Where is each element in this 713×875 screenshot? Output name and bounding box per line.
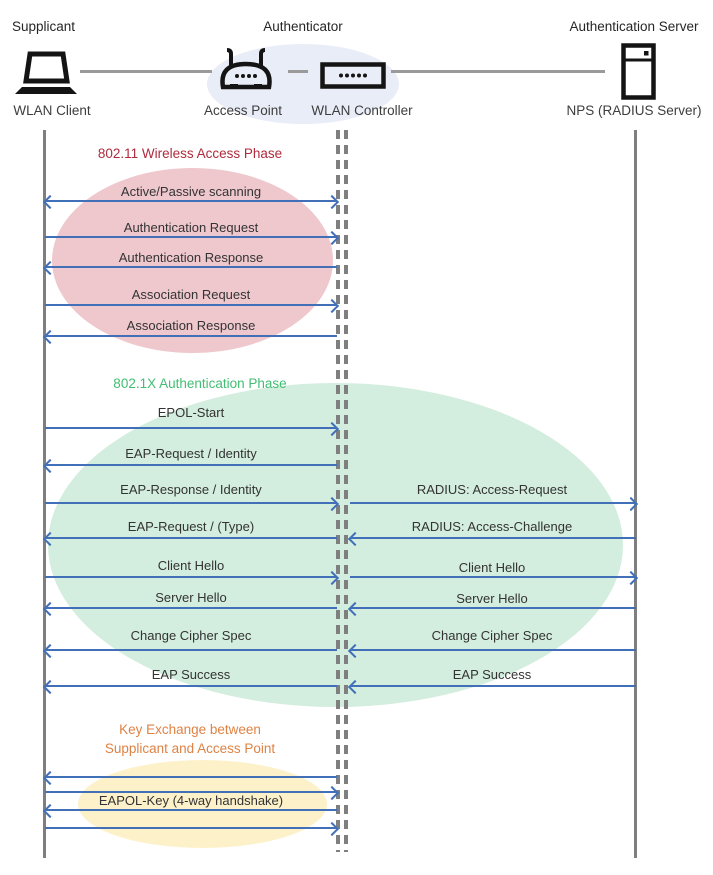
role-supplicant: Supplicant [12, 19, 76, 34]
node-label-wlan-controller: WLAN Controller [311, 103, 413, 118]
arrow-eap-response-identity [45, 496, 340, 512]
msg-server-hello-left: Server Hello [155, 590, 227, 605]
arrow-change-cipher-spec-left [42, 643, 337, 659]
msg-client-hello-left: Client Hello [157, 558, 225, 573]
phase2-title: 802.1X Authentication Phase [113, 376, 287, 391]
role-authentication-server: Authentication Server [569, 19, 699, 34]
msg-eap-response-identity: EAP-Response / Identity [120, 482, 262, 497]
msg-eap-success-left: EAP Success [151, 667, 231, 682]
arrow-radius-access-challenge [347, 531, 636, 547]
arrow-eap-request-identity [42, 458, 337, 474]
msg-association-response: Association Response [126, 318, 256, 333]
msg-eap-success-right: EAP Success [452, 667, 532, 682]
node-label-access-point: Access Point [203, 103, 283, 118]
arrow-eapol-key-1 [42, 770, 337, 786]
arrow-client-hello-left [45, 570, 340, 586]
lifeline-access-point-dashed [336, 130, 340, 852]
connector-ap-controller [288, 70, 308, 73]
lifeline-wlan-client [43, 130, 46, 858]
authenticator-group-ellipse [207, 44, 399, 124]
phase1-ellipse [52, 168, 333, 353]
laptop-icon [13, 51, 79, 102]
arrow-client-hello-right [350, 570, 639, 586]
arrow-eapol-key-4 [45, 821, 340, 837]
arrow-association-response [42, 329, 337, 345]
msg-eap-request-type: EAP-Request / (Type) [127, 519, 255, 534]
arrow-radius-access-request [350, 496, 639, 512]
arrow-eap-success-left [42, 679, 337, 695]
arrow-eapol-key-2 [45, 785, 340, 801]
connector-controller-server [391, 70, 605, 73]
msg-eap-request-identity: EAP-Request / Identity [125, 446, 257, 461]
arrow-server-hello-right [347, 601, 636, 617]
msg-change-cipher-spec-left: Change Cipher Spec [130, 628, 252, 643]
msg-eapol-key-handshake: EAPOL-Key (4-way handshake) [98, 793, 284, 808]
phase2-ellipse [48, 383, 623, 707]
msg-radius-access-request: RADIUS: Access-Request [416, 482, 568, 497]
phase3-ellipse [78, 760, 327, 848]
phase3-title-line2: Supplicant and Access Point [104, 741, 276, 756]
lifeline-wlan-controller-dashed [344, 130, 348, 852]
msg-authentication-request: Authentication Request [123, 220, 259, 235]
role-authenticator: Authenticator [263, 19, 343, 34]
msg-radius-access-challenge: RADIUS: Access-Challenge [411, 519, 573, 534]
phase1-title: 802.11 Wireless Access Phase [97, 146, 283, 161]
server-icon [621, 43, 656, 105]
msg-change-cipher-spec-right: Change Cipher Spec [431, 628, 553, 643]
access-point-icon [216, 46, 276, 97]
node-label-nps-radius-server: NPS (RADIUS Server) [566, 103, 702, 118]
arrow-epol-start [45, 421, 340, 437]
msg-client-hello-right: Client Hello [458, 560, 526, 575]
wlan-controller-icon [320, 62, 386, 94]
arrow-association-request [45, 298, 340, 314]
msg-association-request: Association Request [131, 287, 251, 302]
arrow-eap-request-type [42, 531, 337, 547]
arrow-server-hello-left [42, 601, 337, 617]
msg-epol-start: EPOL-Start [157, 405, 225, 420]
arrow-active-passive-scanning [42, 194, 340, 210]
lifeline-nps-server [634, 130, 637, 858]
arrow-change-cipher-spec-right [347, 643, 636, 659]
arrow-eapol-key-3 [42, 803, 337, 819]
msg-server-hello-right: Server Hello [456, 591, 528, 606]
msg-active-passive-scanning: Active/Passive scanning [120, 184, 262, 199]
phase3-title-line1: Key Exchange between [119, 722, 261, 737]
arrow-authentication-request [45, 230, 340, 246]
arrow-eap-success-right [347, 679, 636, 695]
msg-authentication-response: Authentication Response [118, 250, 264, 265]
connector-client-ap [80, 70, 212, 73]
arrow-authentication-response [42, 260, 337, 276]
node-label-wlan-client: WLAN Client [13, 103, 91, 118]
